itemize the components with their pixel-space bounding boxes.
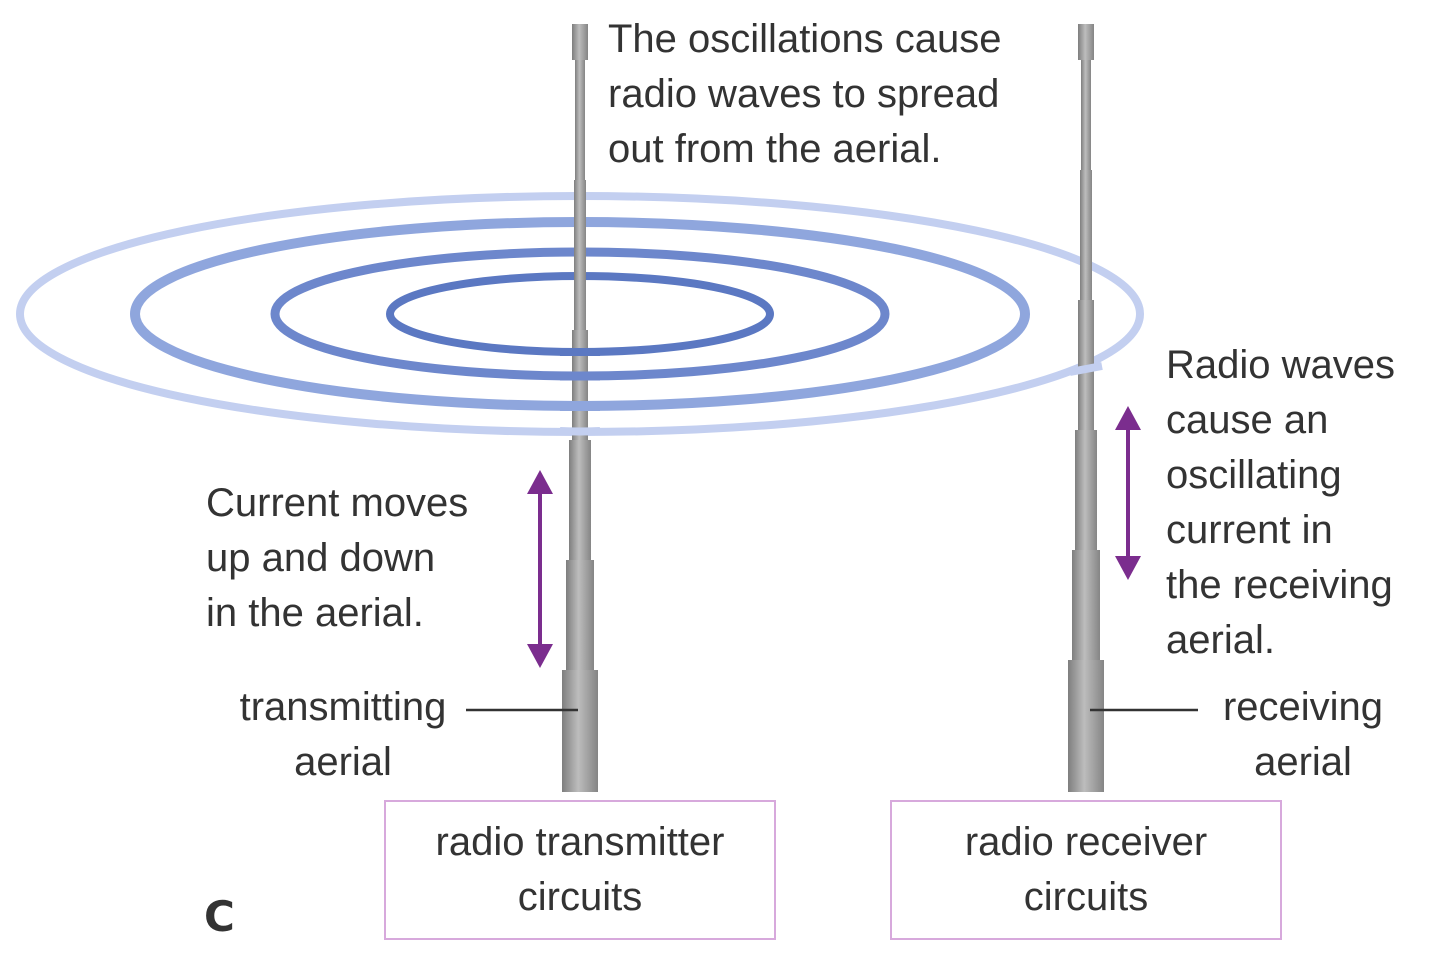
current-moves-caption: Current moves up and down in the aerial. bbox=[206, 481, 469, 635]
transmitting-aerial-label: transmitting aerial bbox=[239, 685, 447, 784]
aerial-segment bbox=[1081, 60, 1091, 170]
aerial-tip bbox=[572, 24, 588, 60]
arrow-up-icon bbox=[527, 470, 553, 494]
current-arrow-receiver bbox=[1115, 406, 1141, 580]
aerial-base bbox=[1068, 660, 1104, 792]
arrow-down-icon bbox=[1115, 556, 1141, 580]
arrow-down-icon bbox=[527, 644, 553, 668]
aerial-tip bbox=[1078, 24, 1094, 60]
aerial-segment bbox=[1080, 170, 1092, 300]
receiving-aerial-label: receiving aerial bbox=[1222, 685, 1384, 784]
radio-waves-caption: Radio waves cause an oscillating current… bbox=[1166, 343, 1396, 662]
oscillations-caption: The oscillations cause radio waves to sp… bbox=[608, 17, 1002, 171]
receiver-circuits-label: radio receiver circuits bbox=[964, 820, 1208, 919]
wave-ring-front bbox=[559, 427, 601, 436]
aerial-segment bbox=[1072, 550, 1100, 660]
aerial-segment bbox=[574, 180, 586, 330]
current-arrow-transmitter bbox=[527, 470, 553, 668]
transmitting-aerial bbox=[562, 24, 598, 792]
radio-waves-front bbox=[559, 347, 601, 436]
receiver-circuits-box: radio receiver circuits bbox=[890, 800, 1282, 940]
transmitter-circuits-box: radio transmitter circuits bbox=[384, 800, 776, 940]
receiving-aerial bbox=[1068, 24, 1104, 792]
transmitter-circuits-label: radio transmitter circuits bbox=[435, 820, 725, 919]
aerial-segment bbox=[566, 560, 594, 670]
aerial-segment bbox=[572, 330, 588, 440]
figure-letter: C bbox=[204, 892, 235, 941]
aerial-segment bbox=[1075, 430, 1097, 550]
wave-ring-front-receiver bbox=[1069, 362, 1103, 376]
aerial-segment bbox=[575, 60, 585, 180]
aerial-base bbox=[562, 670, 598, 792]
aerial-segment bbox=[569, 440, 591, 560]
arrow-up-icon bbox=[1115, 406, 1141, 430]
